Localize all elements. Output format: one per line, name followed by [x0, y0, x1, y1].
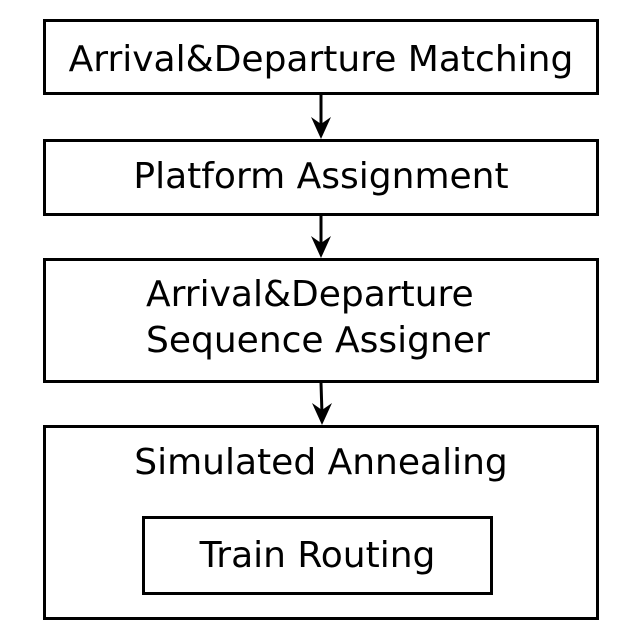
train-routing-box: Train Routing — [142, 516, 493, 595]
matching-box: Arrival&Departure Matching — [43, 19, 599, 95]
sequence-assigner-label-line2: Sequence Assigner — [146, 320, 490, 361]
platform-assignment-box: Platform Assignment — [43, 139, 599, 216]
platform-assignment-label: Platform Assignment — [133, 156, 509, 197]
sequence-assigner-box: Arrival&Departure Sequence Assigner — [43, 258, 599, 383]
train-routing-label: Train Routing — [199, 535, 436, 576]
sequence-assigner-label-line1: Arrival&Departure — [146, 274, 474, 315]
matching-label: Arrival&Departure Matching — [68, 39, 574, 80]
simulated-annealing-label: Simulated Annealing — [134, 442, 508, 483]
arrow-1 — [311, 95, 331, 139]
arrow-3 — [312, 382, 332, 425]
arrow-2 — [311, 216, 331, 258]
